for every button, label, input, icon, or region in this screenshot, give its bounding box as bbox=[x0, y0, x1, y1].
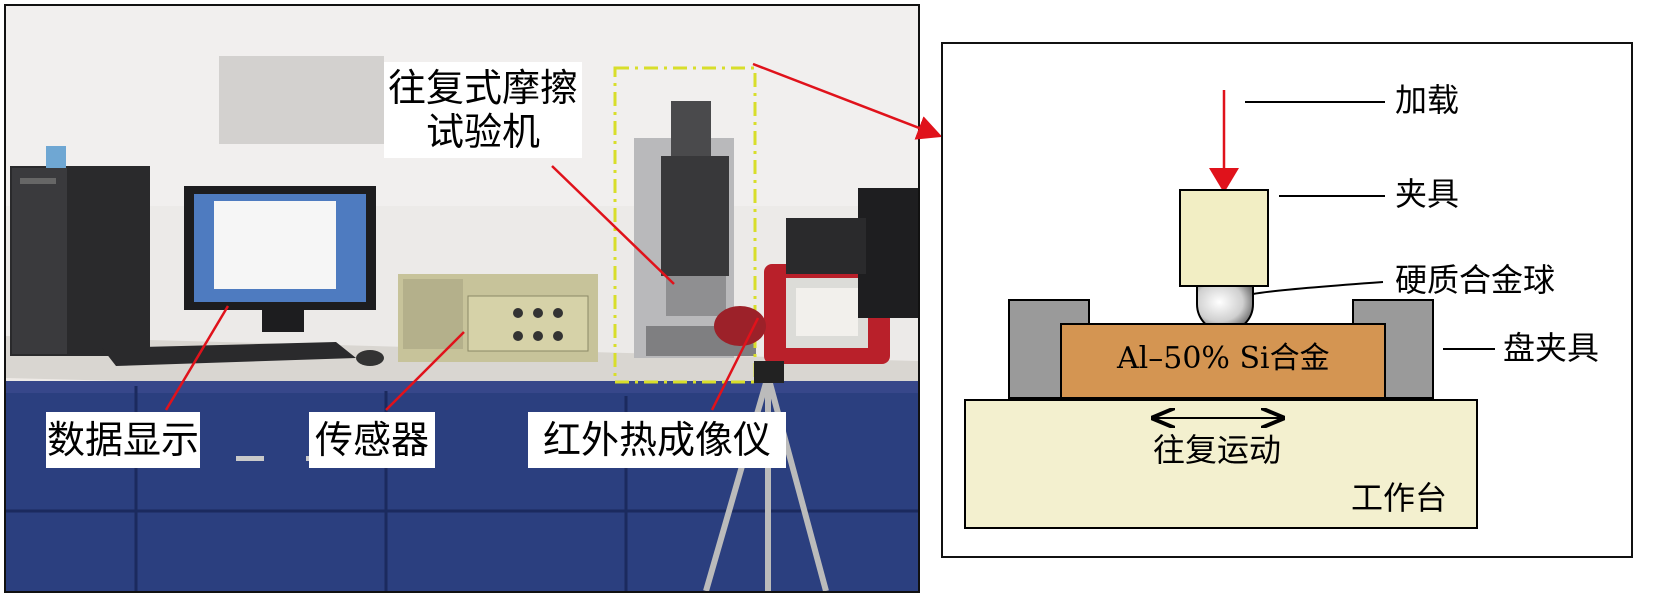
tester-label-line2: 试验机 bbox=[425, 110, 540, 154]
fixture-label: 夹具 bbox=[1395, 175, 1460, 213]
disc-fixture-label: 盘夹具 bbox=[1503, 329, 1600, 367]
schematic-drawing bbox=[964, 90, 1495, 529]
sensor-pointer-line bbox=[385, 331, 465, 411]
lab-photo: 往复式摩擦 试验机 数据显示 传感器 红外热成像仪 bbox=[4, 4, 920, 593]
fixture-block bbox=[1179, 189, 1269, 287]
tester-label: 往复式摩擦 试验机 bbox=[384, 62, 582, 158]
tester-label-line1: 往复式摩擦 bbox=[387, 66, 578, 110]
worktable-label: 工作台 bbox=[1351, 479, 1448, 517]
load-label: 加载 bbox=[1395, 81, 1460, 119]
keyboard bbox=[102, 342, 356, 366]
ball-leader bbox=[1252, 281, 1384, 295]
tester-pointer-line bbox=[551, 165, 675, 285]
alloy-label: Al–50% Si合金 bbox=[1117, 341, 1330, 376]
redacted-block bbox=[219, 56, 384, 144]
display-pointer-line bbox=[164, 305, 230, 411]
data-display-label: 数据显示 bbox=[46, 412, 200, 468]
ir-pointer-line bbox=[710, 317, 760, 411]
tester-dashed-box bbox=[613, 66, 757, 384]
reciprocating-label: 往复运动 bbox=[1153, 431, 1282, 469]
ir-camera-label: 红外热成像仪 bbox=[528, 412, 786, 468]
carbide-ball-label: 硬质合金球 bbox=[1395, 261, 1556, 299]
sensor-label: 传感器 bbox=[309, 412, 435, 468]
alloy-specimen bbox=[1060, 323, 1386, 399]
schematic-panel: 加载 夹具 硬质合金球 盘夹具 Al–50% Si合金 往复运动 工作台 bbox=[941, 42, 1633, 558]
